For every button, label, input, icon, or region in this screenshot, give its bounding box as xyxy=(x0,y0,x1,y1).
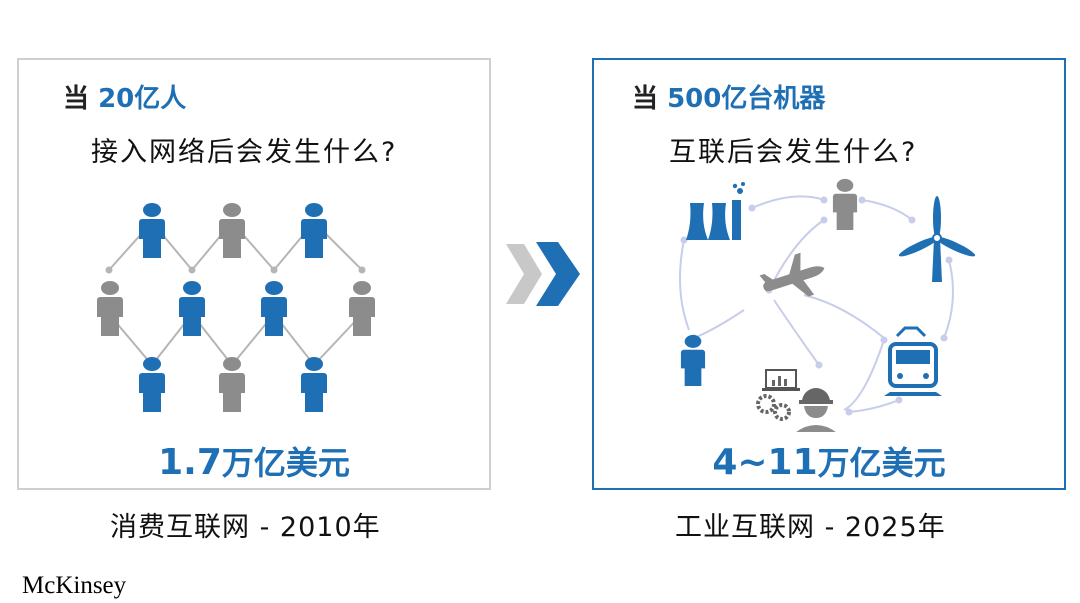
right-title-prefix: 当 xyxy=(632,84,659,114)
chevron-gray-icon xyxy=(506,244,542,304)
airplane-icon xyxy=(759,252,825,297)
right-title: 当 500亿台机器 xyxy=(632,78,825,115)
left-value: 1.7万亿美元 xyxy=(19,438,489,484)
person-icon xyxy=(97,281,123,336)
engineer-gears-icon xyxy=(756,369,836,432)
person-icon xyxy=(349,281,375,336)
left-title-highlight: 20亿人 xyxy=(98,84,187,114)
industrial-internet-panel: 当 500亿台机器 互联后会发生什么? xyxy=(592,58,1066,490)
person-icon xyxy=(139,203,165,258)
machine-network-diagram xyxy=(679,178,976,432)
wind-turbine-icon xyxy=(898,196,976,282)
right-caption: 工业互联网 - 2025年 xyxy=(675,512,946,543)
left-title: 当 20亿人 xyxy=(63,78,186,115)
right-title-highlight: 500亿台机器 xyxy=(667,84,826,114)
transition-arrow-icon xyxy=(506,242,580,306)
person-icon xyxy=(139,357,165,412)
left-value-unit: 万亿美元 xyxy=(221,444,350,482)
people-network-diagram xyxy=(97,203,375,412)
person-icon xyxy=(832,178,858,230)
right-value-number: 4~11 xyxy=(712,442,818,483)
machine-connectors xyxy=(679,195,954,413)
person-icon xyxy=(219,357,245,412)
left-subtitle: 接入网络后会发生什么? xyxy=(91,137,398,168)
train-icon xyxy=(884,326,942,396)
power-plant-icon xyxy=(686,182,745,240)
right-value: 4~11万亿美元 xyxy=(594,438,1064,484)
person-icon xyxy=(680,334,706,386)
people-connector-dots xyxy=(105,266,366,318)
right-value-unit: 万亿美元 xyxy=(817,444,946,482)
mckinsey-logo: McKinsey xyxy=(22,572,127,599)
left-title-prefix: 当 xyxy=(63,84,90,114)
left-value-number: 1.7 xyxy=(158,442,222,483)
person-icon xyxy=(301,357,327,412)
consumer-internet-panel: 当 20亿人 接入网络后会发生什么? xyxy=(17,58,491,490)
person-icon xyxy=(261,281,287,336)
right-subtitle: 互联后会发生什么? xyxy=(669,137,918,168)
person-icon xyxy=(179,281,205,336)
machine-connector-dots xyxy=(680,196,953,416)
person-icon xyxy=(219,203,245,258)
left-caption: 消费互联网 - 2010年 xyxy=(110,512,381,543)
person-icon xyxy=(301,203,327,258)
chevron-blue-icon xyxy=(536,242,580,306)
